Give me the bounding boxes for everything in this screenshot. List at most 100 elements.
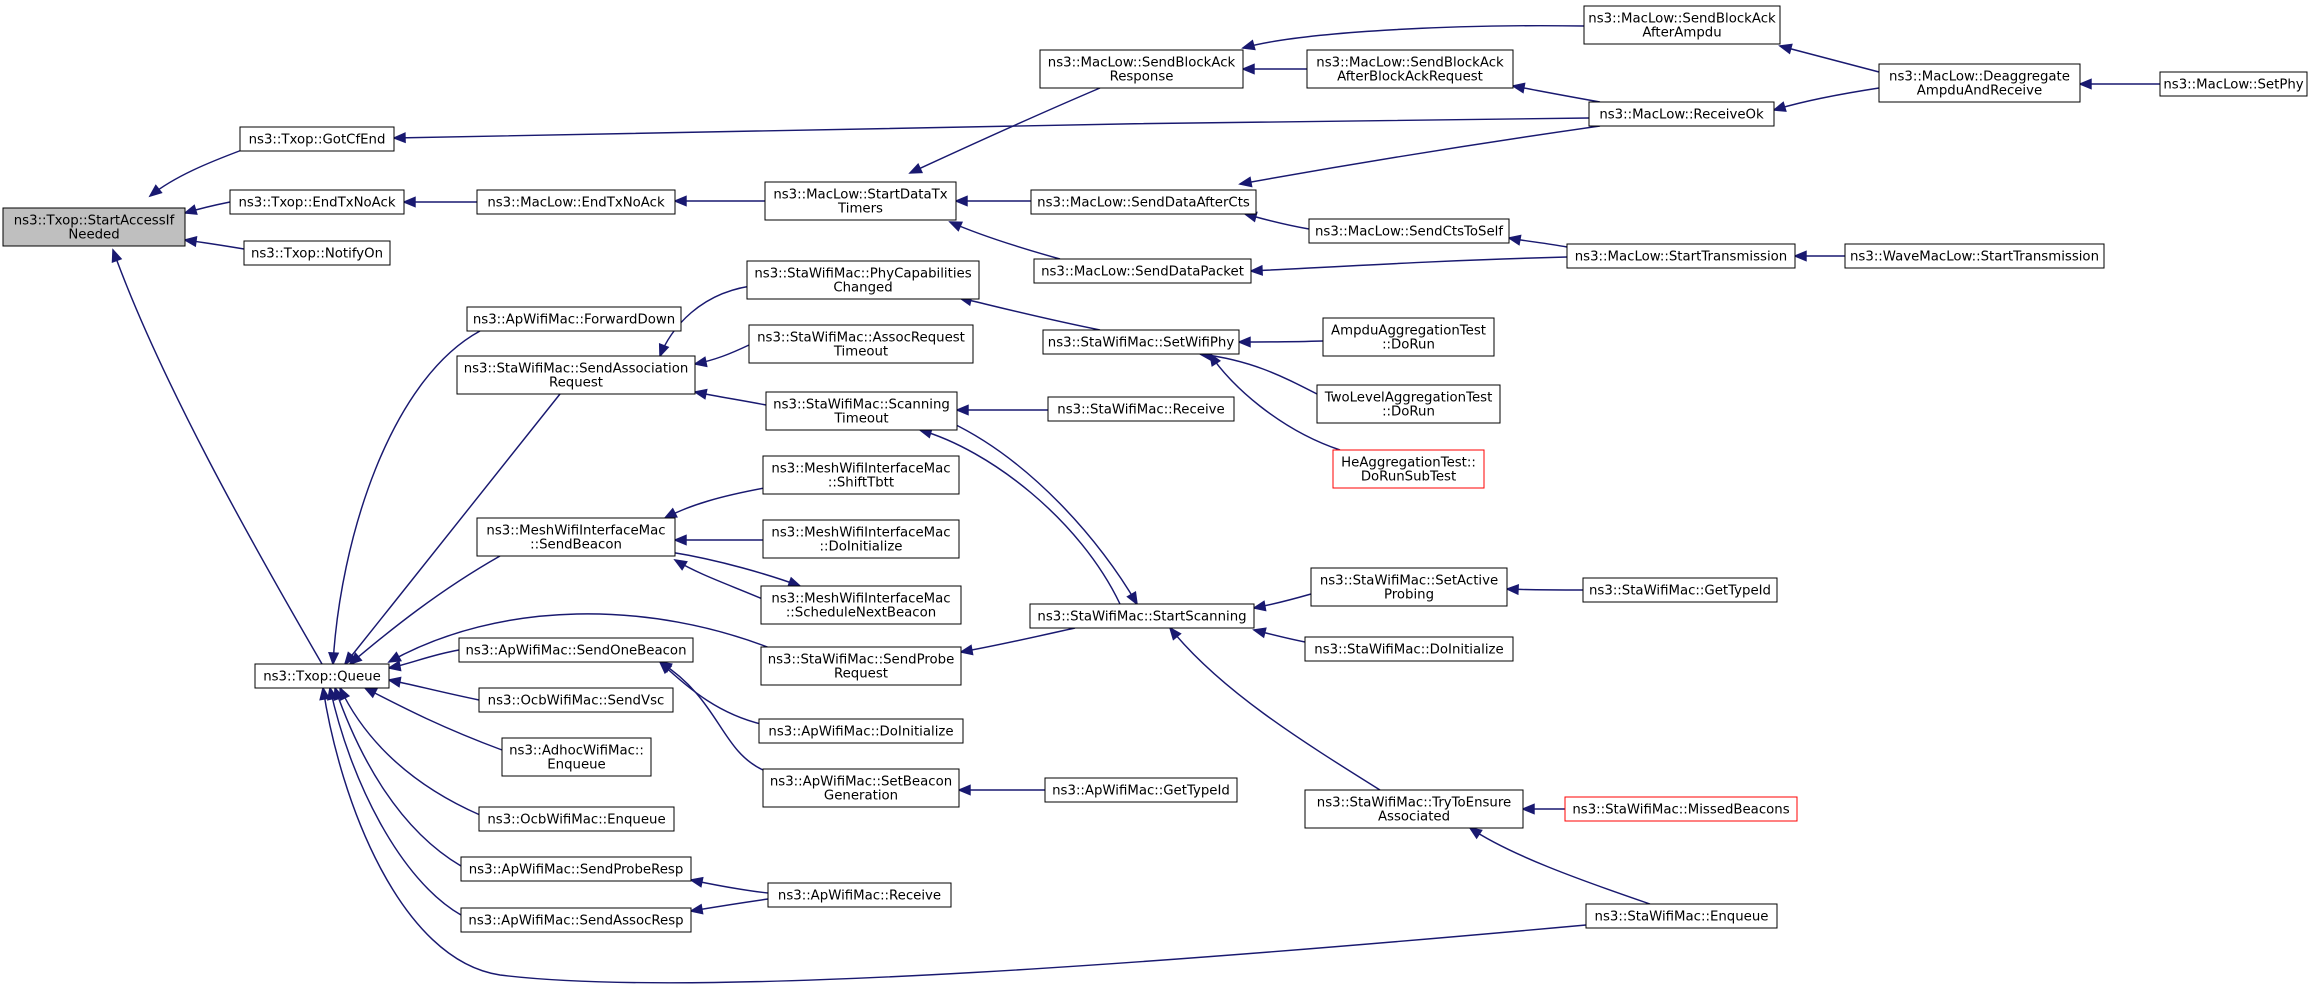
node-ns3-apwifimac-doinitialize[interactable]: ns3::ApWifiMac::DoInitialize — [758, 718, 964, 744]
node-box[interactable] — [460, 856, 692, 882]
node-box[interactable] — [760, 585, 962, 625]
node-box[interactable] — [1878, 63, 2081, 103]
node-box[interactable] — [458, 637, 694, 663]
node-box[interactable] — [1316, 384, 1501, 424]
node-box[interactable] — [466, 306, 682, 332]
node-ns3-ocbwifimac-enqueue[interactable]: ns3::OcbWifiMac::Enqueue — [478, 806, 675, 832]
node-box[interactable] — [2159, 71, 2308, 97]
node-ns3-maclow-sendctstoself[interactable]: ns3::MacLow::SendCtsToSelf — [1308, 218, 1510, 244]
node-ns3-ocbwifimac-sendvsc[interactable]: ns3::OcbWifiMac::SendVsc — [478, 687, 674, 713]
node-ns3-apwifimac-sendonebeacon[interactable]: ns3::ApWifiMac::SendOneBeacon — [458, 637, 694, 663]
node-box[interactable] — [1310, 567, 1508, 607]
node-ns3-stawifimac-startscanning[interactable]: ns3::StaWifiMac::StartScanning — [1029, 603, 1255, 629]
node-box[interactable] — [2, 207, 186, 247]
node-ns3-wavemaclow-starttransmission[interactable]: ns3::WaveMacLow::StartTransmission — [1844, 243, 2105, 269]
node-ns3-maclow-senddataaftercts[interactable]: ns3::MacLow::SendDataAfterCts — [1030, 189, 1257, 215]
node-ns3-adhocwifimac-enqueue[interactable]: ns3::AdhocWifiMac::Enqueue — [501, 737, 652, 777]
node-ns3-apwifimac-sendproberesp[interactable]: ns3::ApWifiMac::SendProbeResp — [460, 856, 692, 882]
node-box[interactable] — [1585, 903, 1778, 929]
node-ns3-stawifimac-gettypeid[interactable]: ns3::StaWifiMac::GetTypeId — [1582, 577, 1778, 603]
node-box[interactable] — [760, 646, 962, 686]
node-ns3-txop-notifyon[interactable]: ns3::Txop::NotifyOn — [243, 240, 391, 266]
node-box[interactable] — [1029, 603, 1255, 629]
node-box[interactable] — [478, 687, 674, 713]
node-box[interactable] — [1322, 317, 1495, 357]
node-box[interactable] — [762, 455, 960, 495]
node-ns3-meshwifiinterfacemac-doinitialize[interactable]: ns3::MeshWifiInterfaceMac::DoInitialize — [762, 519, 960, 559]
node-box[interactable] — [501, 737, 652, 777]
node-box[interactable] — [1332, 449, 1485, 489]
node-ns3-stawifimac-receive[interactable]: ns3::StaWifiMac::Receive — [1047, 396, 1235, 422]
node-ns3-stawifimac-missedbeacons[interactable]: ns3::StaWifiMac::MissedBeacons — [1564, 796, 1798, 822]
node-box[interactable] — [239, 126, 395, 152]
node-box[interactable] — [1308, 218, 1510, 244]
node-ns3-apwifimac-receive[interactable]: ns3::ApWifiMac::Receive — [767, 882, 952, 908]
node-box[interactable] — [1047, 396, 1235, 422]
node-box[interactable] — [1306, 49, 1514, 89]
node-ns3-maclow-endtxnoack[interactable]: ns3::MacLow::EndTxNoAck — [476, 189, 676, 215]
node-ns3-maclow-starttransmission[interactable]: ns3::MacLow::StartTransmission — [1566, 243, 1796, 269]
node-box[interactable] — [478, 806, 675, 832]
node-box[interactable] — [767, 882, 952, 908]
node-box[interactable] — [748, 324, 974, 364]
node-ns3-txop-queue[interactable]: ns3::Txop::Queue — [254, 663, 390, 689]
node-box[interactable] — [476, 189, 676, 215]
node-ns3-meshwifiinterfacemac-schedulenextbeacon[interactable]: ns3::MeshWifiInterfaceMac::ScheduleNextB… — [760, 585, 962, 625]
node-box[interactable] — [758, 718, 964, 744]
node-heaggregationtest-dorunsubtest[interactable]: HeAggregationTest::DoRunSubTest — [1332, 449, 1485, 489]
node-ns3-stawifimac-doinitialize[interactable]: ns3::StaWifiMac::DoInitialize — [1304, 636, 1514, 662]
node-box[interactable] — [1304, 789, 1524, 829]
node-ns3-maclow-sendblockack-afterblockackrequest[interactable]: ns3::MacLow::SendBlockAckAfterBlockAckRe… — [1306, 49, 1514, 89]
node-ns3-meshwifiinterfacemac-sendbeacon[interactable]: ns3::MeshWifiInterfaceMac::SendBeacon — [476, 517, 676, 557]
node-box[interactable] — [229, 189, 405, 215]
node-box[interactable] — [1566, 243, 1796, 269]
node-box[interactable] — [1588, 101, 1775, 127]
node-box[interactable] — [762, 519, 960, 559]
node-ampduaggregationtest-dorun[interactable]: AmpduAggregationTest::DoRun — [1322, 317, 1495, 357]
node-ns3-apwifimac-gettypeid[interactable]: ns3::ApWifiMac::GetTypeId — [1044, 777, 1238, 803]
node-ns3-maclow-senddatapacket[interactable]: ns3::MacLow::SendDataPacket — [1033, 258, 1252, 284]
node-box[interactable] — [1582, 577, 1778, 603]
node-ns3-stawifimac-enqueue[interactable]: ns3::StaWifiMac::Enqueue — [1585, 903, 1778, 929]
node-box[interactable] — [765, 391, 958, 431]
node-ns3-maclow-receiveok[interactable]: ns3::MacLow::ReceiveOk — [1588, 101, 1775, 127]
node-box[interactable] — [243, 240, 391, 266]
node-box[interactable] — [1304, 636, 1514, 662]
node-box[interactable] — [1583, 5, 1781, 45]
node-box[interactable] — [1564, 796, 1798, 822]
node-box[interactable] — [762, 768, 960, 808]
node-box[interactable] — [746, 260, 980, 300]
node-box[interactable] — [476, 517, 676, 557]
node-box[interactable] — [1039, 49, 1244, 89]
node-ns3-txop-endtxnoack[interactable]: ns3::Txop::EndTxNoAck — [229, 189, 405, 215]
node-twolevelaggregationtest-dorun[interactable]: TwoLevelAggregationTest::DoRun — [1316, 384, 1501, 424]
node-ns3-apwifimac-forwarddown[interactable]: ns3::ApWifiMac::ForwardDown — [466, 306, 682, 332]
node-box[interactable] — [254, 663, 390, 689]
node-box[interactable] — [1044, 777, 1238, 803]
node-ns3-meshwifiinterfacemac-shifttbtt[interactable]: ns3::MeshWifiInterfaceMac::ShiftTbtt — [762, 455, 960, 495]
node-ns3-txop-gotcfend[interactable]: ns3::Txop::GotCfEnd — [239, 126, 395, 152]
node-box[interactable] — [764, 181, 957, 221]
node-ns3-stawifimac-setwifiphy[interactable]: ns3::StaWifiMac::SetWifiPhy — [1042, 329, 1240, 355]
node-box[interactable] — [1033, 258, 1252, 284]
node-box[interactable] — [1042, 329, 1240, 355]
node-ns3-apwifimac-sendassocresp[interactable]: ns3::ApWifiMac::SendAssocResp — [460, 907, 692, 933]
node-box[interactable] — [1844, 243, 2105, 269]
node-box[interactable] — [460, 907, 692, 933]
node-box[interactable] — [456, 355, 696, 395]
node-ns3-maclow-setphy[interactable]: ns3::MacLow::SetPhy — [2159, 71, 2308, 97]
node-box[interactable] — [1030, 189, 1257, 215]
